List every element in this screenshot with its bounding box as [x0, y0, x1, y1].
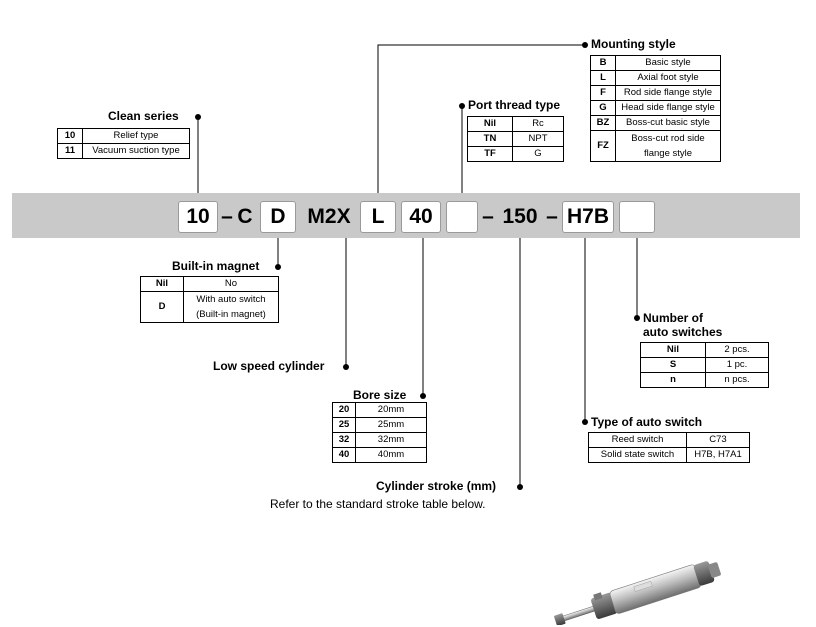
switch-type-title: Type of auto switch: [591, 415, 703, 429]
table-row: L Axial foot style: [590, 70, 721, 86]
mounting-style-dot: [582, 42, 588, 48]
stroke-note: Refer to the standard stroke table below…: [270, 497, 486, 511]
code-switch-type-box: H7B: [562, 201, 614, 233]
table-row: TF G: [467, 146, 564, 162]
code-c: C: [237, 205, 253, 228]
low-speed-title: Low speed cylinder: [213, 359, 325, 373]
table-row: TN NPT: [467, 131, 564, 147]
mounting-style-leader: [377, 44, 585, 201]
table-row: Solid state switch H7B, H7A1: [588, 447, 750, 463]
bore-size-title: Bore size: [353, 388, 407, 402]
code-num-switches-box: [619, 201, 655, 233]
table-row: 11 Vacuum suction type: [57, 143, 190, 159]
table-row: 10 Relief type: [57, 128, 190, 144]
table-row: Nil No: [140, 276, 279, 292]
table-row: Nil 2 pcs.: [640, 342, 769, 358]
switch-type-table: Reed switch C73 Solid state switch H7B, …: [588, 432, 750, 463]
table-row: 25 25mm: [332, 417, 427, 433]
switch-type-dot: [582, 419, 588, 425]
code-dash: –: [546, 205, 558, 228]
code-port-thread-box: [446, 201, 478, 233]
built-in-magnet-table: Nil No D With auto switch (Built-in magn…: [140, 276, 279, 323]
table-row: 40 40mm: [332, 447, 427, 463]
bore-size-table: 20 20mm 25 25mm 32 32mm 40 40mm: [332, 402, 427, 463]
bore-size-dot: [420, 393, 426, 399]
mounting-style-title: Mounting style: [591, 37, 676, 51]
port-thread-dot: [459, 103, 465, 109]
table-row: D With auto switch (Built-in magnet): [140, 291, 279, 323]
built-in-magnet-dot: [275, 264, 281, 270]
code-bore-box: 40: [401, 201, 441, 233]
table-row: B Basic style: [590, 55, 721, 71]
num-switches-title: Number of auto switches: [643, 311, 723, 339]
built-in-magnet-title: Built-in magnet: [172, 259, 260, 273]
stroke-dot: [517, 484, 523, 490]
num-switches-table: Nil 2 pcs. S 1 pc. n n pcs.: [640, 342, 769, 388]
code-dash: –: [482, 205, 494, 228]
table-row: 20 20mm: [332, 402, 427, 418]
table-row: BZ Boss-cut basic style: [590, 115, 721, 131]
code-mounting-box: L: [360, 201, 396, 233]
code-m2x: M2X: [307, 205, 351, 228]
table-row: S 1 pc.: [640, 357, 769, 373]
table-row: FZ Boss-cut rod side flange style: [590, 130, 721, 162]
clean-series-dot: [195, 114, 201, 120]
code-dash: –: [221, 205, 233, 228]
port-thread-title: Port thread type: [468, 98, 561, 112]
table-row: n n pcs.: [640, 372, 769, 388]
code-magnet-box: D: [260, 201, 296, 233]
code-clean-series-box: 10: [178, 201, 218, 233]
table-row: F Rod side flange style: [590, 85, 721, 101]
stroke-title: Cylinder stroke (mm): [376, 479, 497, 493]
table-row: G Head side flange style: [590, 100, 721, 116]
code-stroke: 150: [502, 205, 538, 228]
table-row: Nil Rc: [467, 116, 564, 132]
num-switches-dot: [634, 315, 640, 321]
clean-series-table: 10 Relief type 11 Vacuum suction type: [57, 128, 190, 159]
clean-series-title: Clean series: [108, 109, 179, 123]
mounting-style-table: B Basic style L Axial foot style F Rod s…: [590, 55, 721, 162]
table-row: Reed switch C73: [588, 432, 750, 448]
cylinder-illustration: [554, 561, 721, 625]
port-thread-table: Nil Rc TN NPT TF G: [467, 116, 564, 162]
table-row: 32 32mm: [332, 432, 427, 448]
low-speed-dot: [343, 364, 349, 370]
